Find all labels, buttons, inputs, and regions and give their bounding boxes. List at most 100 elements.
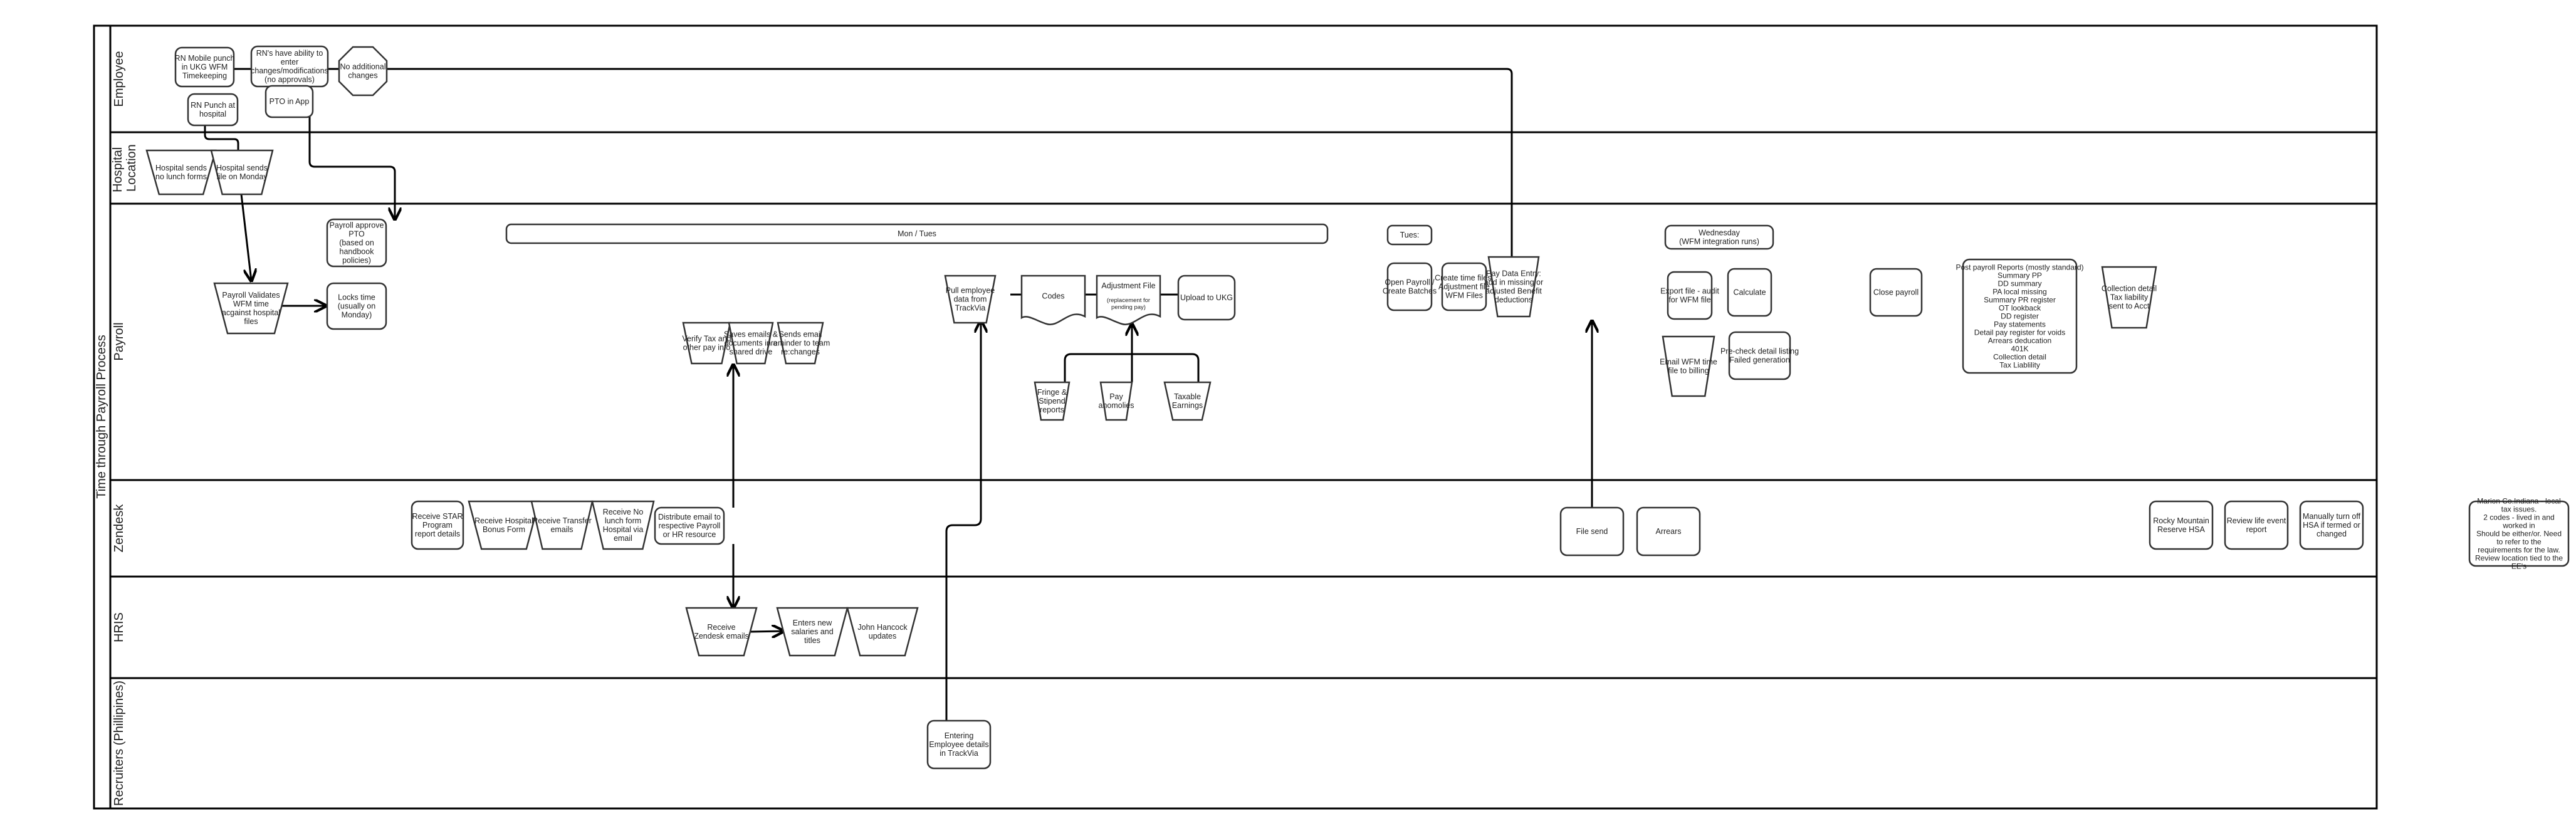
node-label: Fringe &	[1037, 388, 1067, 397]
node-shape	[2468, 500, 2570, 567]
node-label: Rocky Mountain	[2153, 516, 2209, 525]
node-label: Receive	[707, 623, 735, 632]
node-calculate[interactable]: Calculate	[1727, 268, 1772, 317]
node-label: Stipend	[1039, 397, 1065, 405]
node-label: Tues:	[1400, 231, 1420, 239]
node-label: Employee details	[929, 740, 988, 749]
node-label: Pull employee	[946, 286, 995, 295]
node-label: Reserve HSA	[2157, 525, 2205, 534]
node-label: documents in a	[725, 339, 778, 348]
node-label: PTO	[348, 230, 365, 239]
node-rn-ability[interactable]: RN's have ability toenterchanges/modific…	[250, 45, 329, 88]
node-shape	[2101, 266, 2157, 329]
node-label: enter	[281, 58, 299, 66]
node-label: Collection detail	[2102, 285, 2157, 293]
node-pay-data-entry[interactable]: Pay Data Entry:add in missing oradjusted…	[1484, 256, 1544, 318]
node-shape	[145, 149, 217, 196]
node-shape	[187, 93, 239, 127]
edge-receive-zendesk-to-enters	[749, 631, 783, 632]
node-label: Receive STAR	[412, 512, 463, 521]
node-shape	[1441, 262, 1487, 311]
node-shape	[1962, 258, 2078, 374]
node-mon-tues[interactable]: Mon / Tues	[505, 223, 1329, 244]
node-label: Pay Data Entry:	[1486, 269, 1541, 278]
node-shape	[777, 322, 824, 365]
node-shape	[1667, 271, 1713, 320]
node-pto-in-app[interactable]: PTO in App	[264, 85, 314, 118]
edges	[204, 68, 1592, 721]
node-label: emails	[550, 525, 573, 534]
node-label: 401K	[2011, 345, 2028, 353]
edge-pto-to-approve	[308, 117, 395, 219]
node-shape	[654, 506, 725, 545]
node-close-payroll[interactable]: Close payroll	[1869, 268, 1923, 317]
node-label: Program	[422, 521, 453, 530]
node-label: OT lookback	[1999, 304, 2041, 313]
node-shape	[2299, 500, 2364, 550]
edge-rn-punch-to-hospital-file	[204, 125, 239, 150]
edge-octagon-to-create-time-files	[387, 68, 1513, 263]
node-shape	[1034, 381, 1071, 421]
node-label: adjusted Benefit	[1485, 287, 1542, 296]
node-tues[interactable]: Tues:	[1386, 224, 1433, 246]
node-label: TrackVia	[955, 304, 986, 313]
node-arrears[interactable]: Arrears	[1636, 506, 1701, 557]
node-label: Arrears	[1656, 527, 1682, 536]
node-label: Tax Liablility	[1999, 361, 2040, 370]
node-label: Zendesk emails	[694, 632, 749, 641]
node-post-payroll-reports[interactable]: Post payroll Reports (mostly standard)Su…	[1956, 258, 2084, 374]
node-label: Distribute email to	[658, 513, 721, 521]
node-label: No additional	[340, 63, 386, 71]
node-label: EE's	[2511, 562, 2526, 571]
node-upload-ukg[interactable]: Upload to UKG	[1177, 275, 1236, 321]
node-label: Review location tied to the	[2475, 554, 2563, 563]
node-label: to refer to the	[2496, 538, 2542, 546]
node-shape	[1386, 262, 1433, 311]
node-shape	[338, 46, 388, 97]
node-shape	[776, 607, 849, 657]
node-label: worked in	[2502, 521, 2535, 530]
node-open-payroll[interactable]: Open Payroll /Create Batches	[1383, 262, 1437, 311]
node-wednesday[interactable]: Wednesday(WFM integration runs)	[1664, 224, 1774, 250]
node-shape	[926, 719, 992, 770]
node-codes[interactable]: Codes	[1020, 275, 1086, 325]
node-file-send[interactable]: File send	[1559, 506, 1625, 557]
node-label: titles	[804, 636, 820, 645]
node-label: policies)	[342, 256, 371, 265]
